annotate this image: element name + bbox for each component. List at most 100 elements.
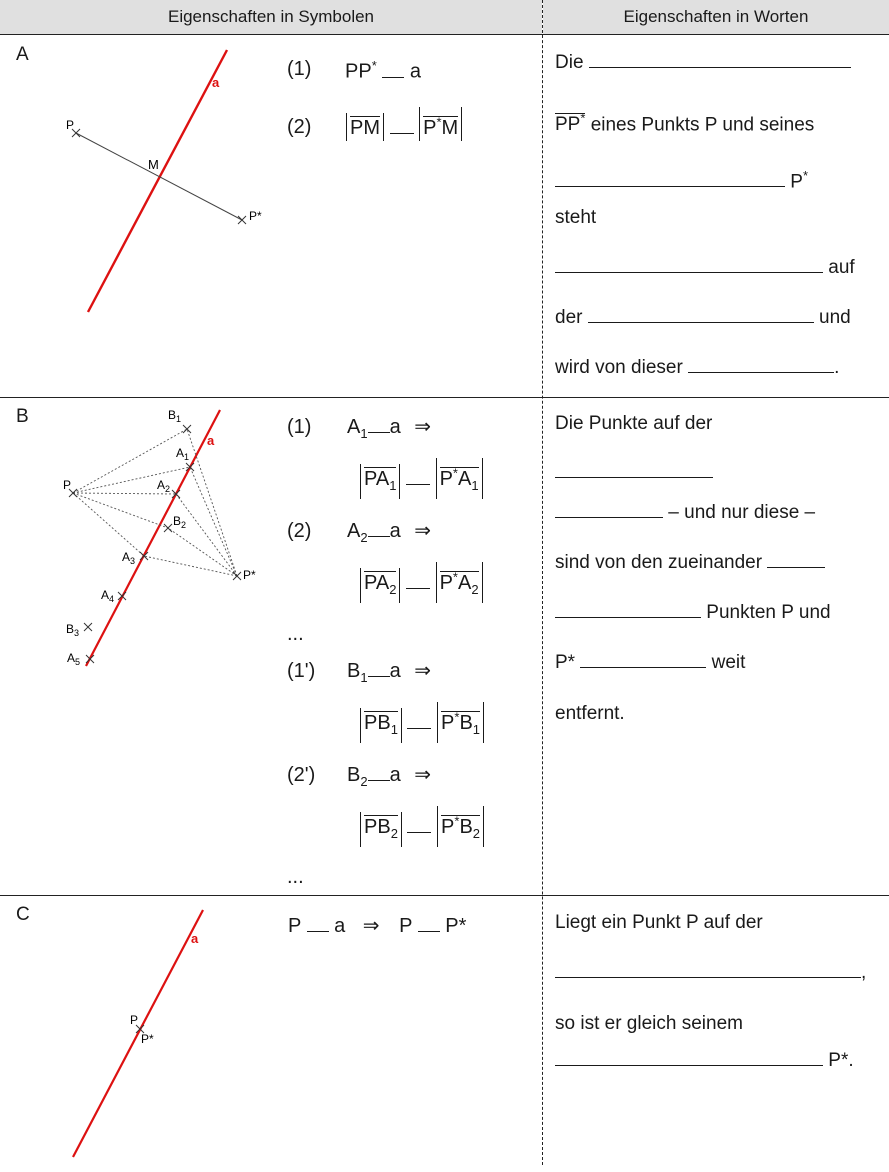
b-f1pb-blank[interactable]: [407, 727, 432, 729]
b-text-7: entfernt.: [555, 703, 625, 724]
b-f1p-pb1: PB1: [360, 707, 402, 743]
b-dots-1: ...: [287, 623, 304, 645]
a-f1-pp: PP: [345, 60, 372, 83]
c-text-3: so ist er gleich seinem: [555, 1013, 743, 1034]
b-t6b: weit: [711, 652, 746, 673]
a-blank-5[interactable]: [555, 271, 823, 273]
point-label-b1: B1: [168, 408, 181, 424]
a-f2-blank[interactable]: [389, 132, 414, 134]
c-f-blank-2[interactable]: [417, 930, 440, 932]
b-f1-blank[interactable]: [367, 431, 390, 433]
divider-bc: [0, 895, 889, 896]
point-label-b3: B3: [66, 622, 79, 638]
header-symbols: Eigenschaften in Symbolen: [0, 0, 542, 34]
a-text-5: auf: [555, 257, 855, 279]
point-label-a2: A2: [157, 478, 170, 494]
b-f1p-pstarb1: P*B1: [437, 702, 485, 743]
c-text-2: ,: [555, 962, 866, 984]
c-f-blank-1[interactable]: [306, 930, 329, 932]
a-f2-pm: PM: [350, 115, 380, 139]
a-t3: P: [790, 171, 803, 193]
b-num-1p: (1'): [287, 660, 316, 682]
b-blank-4[interactable]: [767, 566, 826, 568]
b-blank-3[interactable]: [555, 516, 663, 518]
point-label-a5: A5: [67, 651, 80, 667]
b-blank-5[interactable]: [555, 616, 701, 618]
row-label-b: B: [16, 406, 29, 427]
c-t2: ,: [861, 962, 867, 983]
b-num-1: (1): [287, 416, 312, 438]
divider-ab: [0, 397, 889, 398]
a-t6a: der: [555, 307, 583, 328]
b-num-2p: (2'): [287, 764, 316, 786]
a-f2-pstarm-abs: P*M: [419, 107, 463, 141]
b-f2-pa2: PA2: [360, 567, 401, 603]
b-f2-pstara2: P*A2: [435, 562, 483, 603]
b-f1p-blank[interactable]: [367, 675, 390, 677]
b-formula-1pb: PB1 P*B1: [360, 702, 485, 743]
b-f2pb-blank[interactable]: [407, 831, 432, 833]
row-label-c: C: [16, 904, 30, 925]
a-formula-2: PM P*M: [346, 107, 463, 141]
a-f1-a: a: [409, 60, 421, 83]
c-text-4: P*.: [555, 1050, 854, 1072]
a-f1-star: *: [371, 58, 377, 73]
point-label-c-p: P: [130, 1013, 138, 1027]
c-text-1: Liegt ein Punkt P auf der: [555, 912, 763, 933]
a-text-2: PP* eines Punkts P und seines: [555, 111, 814, 136]
b-text-3: – und nur diese –: [555, 502, 815, 524]
a-blank-7[interactable]: [688, 371, 835, 373]
a-t7b: .: [834, 357, 840, 378]
b-text-5: Punkten P und: [555, 602, 831, 624]
point-label-b2: B2: [173, 514, 186, 530]
a-t2: eines Punkts P und seines: [590, 114, 815, 136]
b-f2b-blank[interactable]: [406, 587, 430, 589]
mirror-line-b: [85, 409, 221, 667]
mirror-line-c: [72, 909, 204, 1158]
b-text-2: [555, 462, 713, 484]
divider-top: [0, 34, 889, 35]
column-divider: [542, 0, 543, 1165]
line-label-c: a: [191, 931, 199, 946]
b-blank-6[interactable]: [580, 666, 707, 668]
point-label-m: M: [148, 157, 159, 172]
a-f2-pm-abs: PM: [346, 112, 384, 141]
a-blank-6[interactable]: [587, 321, 814, 323]
a-text-4: steht: [555, 207, 597, 228]
a-formula-1: PP* a: [345, 58, 421, 84]
b-formula-2b: PA2 P*A2: [360, 562, 483, 603]
point-label-c-pstar: P*: [141, 1032, 154, 1046]
figure-c: a P P*: [72, 909, 204, 1158]
segment-pp-star: [75, 132, 243, 221]
b-blank-2[interactable]: [555, 476, 713, 478]
b-f1-arrow: ⇒: [414, 416, 432, 438]
c-blank-4[interactable]: [555, 1064, 823, 1066]
b-f2p-arrow: ⇒: [414, 764, 432, 786]
c-blank-2[interactable]: [555, 976, 861, 978]
b-formula-1b: PA1 P*A1: [360, 458, 483, 499]
c-formula: P a ⇒ P P*: [288, 915, 467, 937]
a-t7a: wird von dieser: [555, 357, 683, 378]
a-f1-blank[interactable]: [382, 76, 405, 78]
dotted-connectors: [72, 428, 238, 577]
line-label-b: a: [207, 433, 215, 448]
a-blank-3[interactable]: [555, 185, 785, 188]
b-t4: sind von den zueinander: [555, 552, 763, 573]
b-t5: Punkten P und: [706, 602, 831, 623]
b-dots-2: ...: [287, 866, 304, 888]
b-f1-pstara1: P*A1: [435, 458, 483, 499]
a-blank-1[interactable]: [588, 66, 851, 68]
b-f1b-blank[interactable]: [406, 483, 430, 485]
b-f2-blank[interactable]: [367, 535, 390, 537]
b-t6a: P*: [555, 652, 576, 673]
a-f2-pstarm: P*M: [423, 114, 459, 139]
a-text-3: P*: [555, 168, 808, 193]
a-t1: Die: [555, 52, 584, 73]
c-t4: P*.: [828, 1050, 854, 1071]
point-label-b-pstar: P*: [243, 568, 256, 582]
point-label-a3: A3: [122, 550, 135, 566]
b-f2p-blank[interactable]: [367, 779, 390, 781]
b-f2p-pb2: PB2: [360, 811, 402, 847]
